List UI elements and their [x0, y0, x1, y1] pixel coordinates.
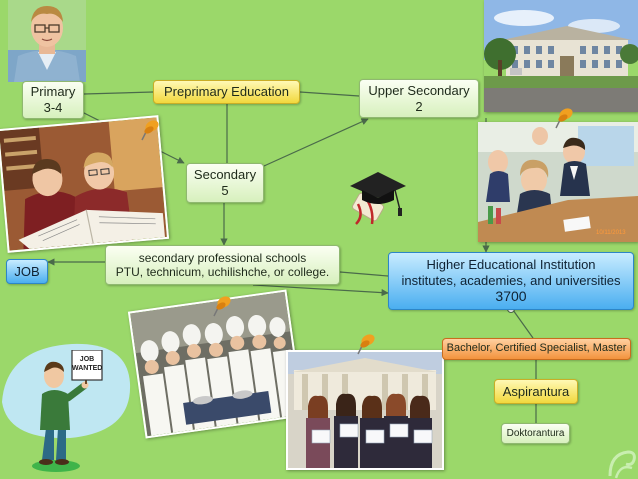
swirl-decoration	[606, 444, 638, 479]
svg-text:10/11/2013: 10/11/2013	[596, 230, 626, 236]
primary-label: Primary	[31, 84, 76, 100]
professional-line-1: secondary professional schools	[139, 251, 306, 265]
graduates-with-diplomas-photo	[286, 350, 444, 470]
pushpin-icon	[140, 118, 160, 142]
higher-line-2: institutes, academies, and universities	[402, 273, 621, 289]
secondary-label: Secondary	[194, 167, 256, 183]
line-secondary-upper	[264, 119, 368, 166]
line-preprimary-upper	[300, 92, 359, 96]
sign-line-2: WANTED	[72, 364, 102, 373]
upper-secondary-years: 2	[415, 99, 422, 115]
boy-with-glasses-photo	[8, 0, 86, 82]
aspirantura-node: Aspirantura	[494, 379, 578, 404]
upper-secondary-label: Upper Secondary	[368, 83, 469, 99]
bachelor-node: Bachelor, Certified Specialist, Master	[442, 338, 631, 360]
secondary-node: Secondary 5	[186, 163, 264, 203]
higher-count: 3700	[495, 288, 526, 305]
pushpin-icon	[554, 106, 574, 130]
doktorantura-label: Doktorantura	[507, 428, 565, 440]
higher-line-1: Higher Educational Institution	[426, 257, 595, 273]
job-wanted-sign: JOB WANTED	[72, 355, 102, 373]
pushpin-icon	[356, 332, 376, 356]
bachelor-label: Bachelor, Certified Specialist, Master	[447, 342, 627, 355]
preprimary-label: Preprimary Education	[164, 84, 289, 100]
primary-years: 3-4	[44, 100, 63, 116]
line-professional-higher-upper	[340, 272, 388, 276]
aspirantura-label: Aspirantura	[503, 384, 569, 400]
preprimary-node: Preprimary Education	[153, 80, 300, 104]
higher-education-node: Higher Educational Institution institute…	[388, 252, 634, 310]
job-wanted-man-illustration: JOB WANTED	[28, 350, 110, 474]
school-building-photo	[484, 0, 638, 112]
primary-node: Primary 3-4	[22, 81, 84, 119]
professional-schools-node: secondary professional schools PTU, tech…	[105, 245, 340, 285]
doktorantura-node: Doktorantura	[501, 423, 570, 444]
secondary-years: 5	[221, 183, 228, 199]
sign-line-1: JOB	[72, 355, 102, 364]
line-primary-preprimary	[84, 92, 153, 94]
graduation-cap-illustration	[344, 168, 410, 232]
upper-secondary-node: Upper Secondary 2	[359, 79, 479, 118]
job-node: JOB	[6, 259, 48, 284]
pushpin-icon	[212, 294, 232, 318]
professional-line-2: PTU, technicum, uchilishche, or college.	[116, 265, 329, 279]
classroom-children-photo: 10/11/2013	[478, 122, 638, 242]
job-label: JOB	[14, 264, 39, 280]
line-higher-bachelor	[513, 310, 533, 338]
